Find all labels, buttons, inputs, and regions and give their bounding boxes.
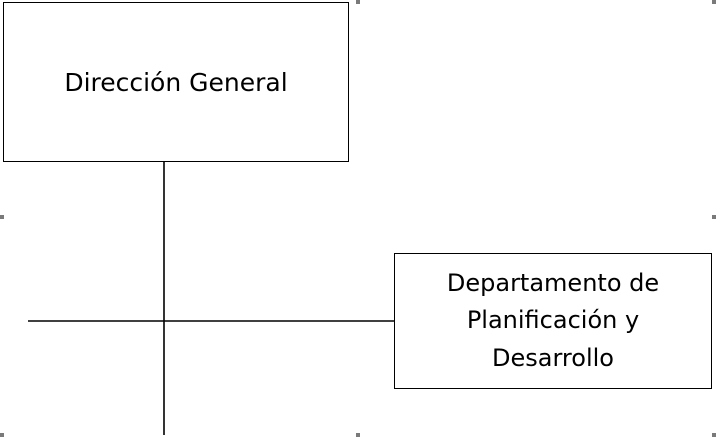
resize-handle-bottom-left[interactable] xyxy=(0,433,4,437)
node-departamento-line-2: Planificación y xyxy=(466,306,640,335)
node-departamento-planificacion[interactable]: Departamento de Planificación y Desarrol… xyxy=(394,253,712,389)
resize-handle-middle-right[interactable] xyxy=(712,215,716,219)
node-direccion-general[interactable]: Dirección General xyxy=(3,2,349,162)
node-departamento-line-1: Departamento de xyxy=(446,269,660,298)
resize-handle-top-right[interactable] xyxy=(712,0,716,4)
node-direccion-general-label: Dirección General xyxy=(64,67,288,97)
node-departamento-label: Departamento de Planificación y Desarrol… xyxy=(447,265,659,377)
resize-handle-top-center[interactable] xyxy=(356,0,360,4)
resize-handle-bottom-right[interactable] xyxy=(712,433,716,437)
node-departamento-line-3: Desarrollo xyxy=(492,343,614,372)
resize-handle-middle-left[interactable] xyxy=(0,215,4,219)
resize-handle-bottom-center[interactable] xyxy=(356,433,360,437)
